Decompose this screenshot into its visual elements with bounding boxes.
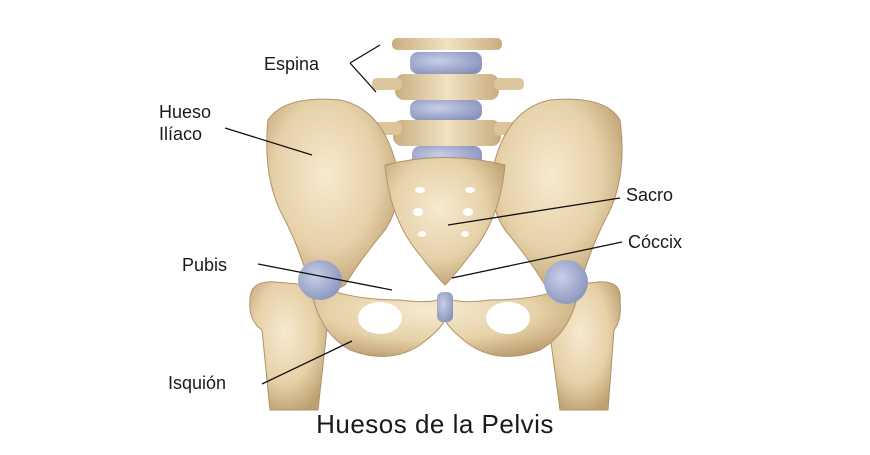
right-hip-joint — [544, 260, 588, 304]
sacrum — [384, 157, 506, 286]
left-iliac-bone — [266, 98, 399, 291]
pubis-line — [257, 263, 393, 291]
pubic-arch — [309, 278, 581, 357]
hueso-line — [224, 127, 313, 156]
label-hueso-line2: Ilíaco — [159, 124, 203, 144]
label-coccix: Cóccix — [628, 232, 683, 252]
espina-line-bottom — [349, 62, 377, 93]
label-hueso-line1: Hueso — [159, 102, 212, 122]
isquion-line — [261, 340, 353, 385]
coccix-line — [451, 241, 623, 279]
right-iliac-bone — [491, 98, 623, 291]
espina-line-top — [349, 44, 381, 64]
label-espina: Espina — [264, 54, 320, 74]
label-sacro: Sacro — [626, 185, 674, 205]
left-hip-joint — [298, 260, 342, 300]
label-pubis: Pubis — [182, 255, 228, 275]
leader-lines — [224, 44, 623, 385]
label-isquion: Isquión — [168, 373, 227, 393]
diagram-caption: Huesos de la Pelvis — [316, 409, 554, 439]
sacro-line — [447, 197, 621, 226]
